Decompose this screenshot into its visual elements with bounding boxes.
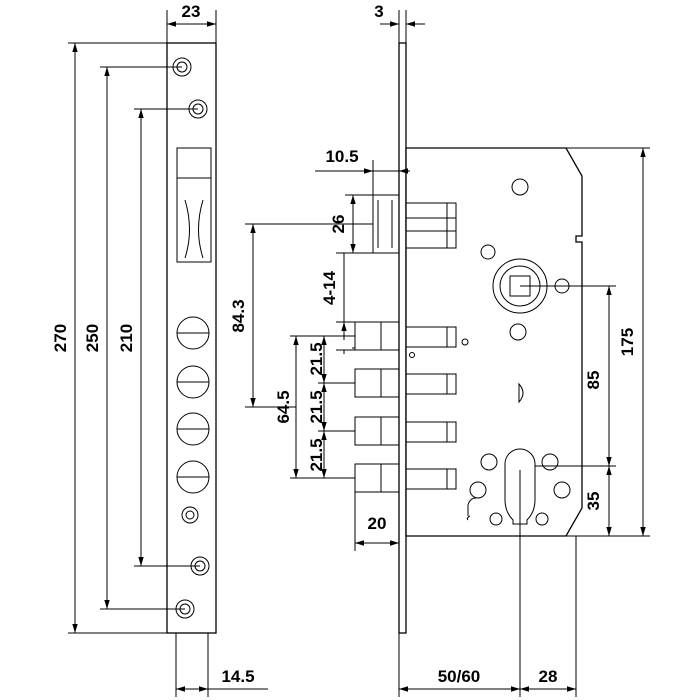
dim-backset: 50/60: [398, 470, 577, 697]
dim-case-height: 175: [566, 147, 650, 537]
dim-handle-to-cylinder: 85: [520, 285, 616, 467]
dim-cylinder-offset: 28: [520, 667, 576, 692]
case-hole: [409, 352, 415, 358]
lock-side-view: [352, 42, 583, 634]
dim-bolt-throw: 20: [354, 492, 399, 551]
dim-faceplate-width: 23: [166, 2, 217, 43]
dim-label: 3: [374, 2, 383, 21]
case-hole: [509, 323, 527, 341]
dim-label: 21.5: [307, 438, 326, 471]
case-hole: [480, 244, 496, 260]
cylinder-cutout: [466, 448, 571, 526]
dim-label: 21.5: [307, 342, 326, 375]
dim-label: 85: [584, 371, 603, 390]
dim-label: 35: [584, 492, 603, 511]
dim-label: 250: [83, 324, 102, 352]
latch-opening: [176, 147, 212, 263]
dim-label: 84.3: [229, 299, 248, 332]
dim-label: 10.5: [325, 147, 358, 166]
dim-label: 64.5: [274, 390, 293, 423]
dim-label: 14.5: [221, 667, 254, 686]
dim-label: 23: [182, 2, 201, 21]
dim-bolt-pitch: 21.5 21.5 21.5: [307, 336, 355, 478]
dim-bolt-projection: 10.5: [315, 147, 410, 195]
dim-label: 175: [618, 328, 637, 356]
dim-screw-outer: 250: [83, 66, 185, 610]
dim-gap: 4-14: [320, 252, 373, 354]
dim-label: 4-14: [320, 270, 339, 305]
latch-bolt: [372, 194, 457, 254]
dim-label: 21.5: [307, 390, 326, 423]
dim-cylinder-to-bottom: 35: [584, 466, 612, 536]
dim-label: 270: [51, 324, 70, 352]
dim-bolt-span: 64.5: [274, 335, 355, 479]
dim-total-height: 270: [51, 42, 167, 634]
lock-case: [405, 147, 583, 537]
case-hole: [461, 338, 469, 346]
screw-hole: [181, 506, 199, 524]
dim-label: 50/60: [438, 667, 481, 686]
dim-latch-offset: 84.3: [229, 223, 373, 408]
faceplate-front-view: [166, 42, 217, 634]
dim-label: 28: [539, 667, 558, 686]
dim-screw-inner: 210: [117, 108, 200, 567]
case-slot: [518, 382, 524, 404]
faceplate-side: [398, 42, 407, 634]
dim-label: 20: [368, 514, 387, 533]
dim-label: 210: [117, 324, 136, 352]
dim-faceplate-edge: 14.5: [175, 633, 268, 697]
dim-faceplate-thickness: 3: [374, 2, 425, 43]
case-hole: [511, 178, 529, 196]
